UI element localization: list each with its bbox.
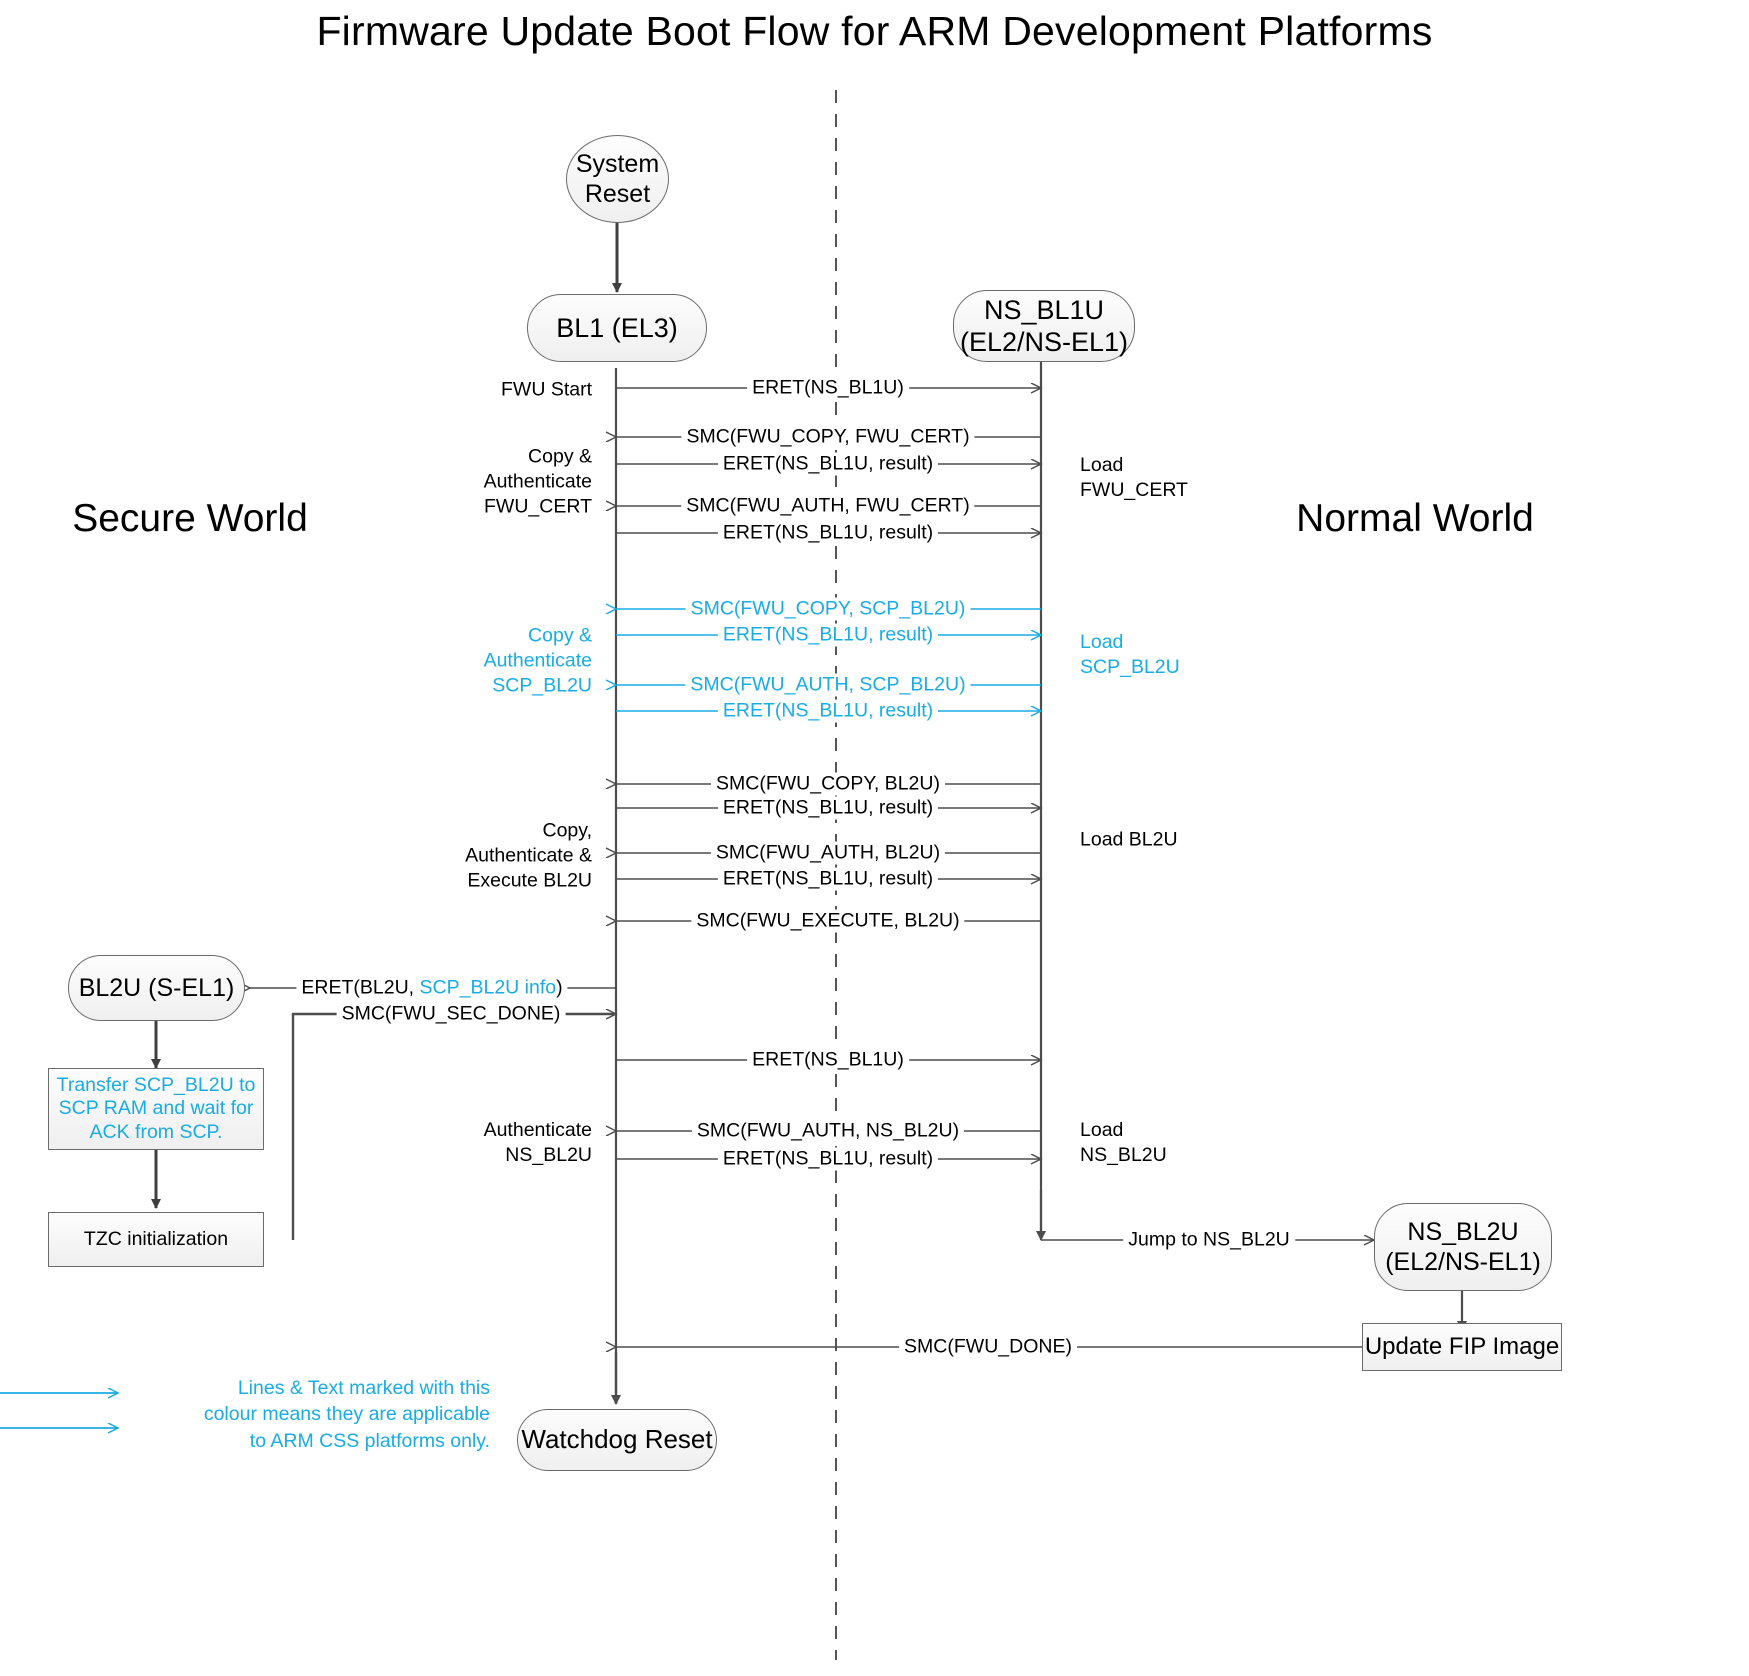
node-update-fip-image-label: Update FIP Image — [1364, 1332, 1560, 1360]
annotation-fwu-start: FWU Start — [501, 378, 592, 401]
node-transfer-scp-bl2u-label: Transfer SCP_BL2U to SCP RAM and wait fo… — [56, 1073, 256, 1143]
message-label-m12: SMC(FWU_AUTH, BL2U) — [710, 841, 946, 865]
annotation-copy-authenticate-scp-bl2u: Copy & Authenticate SCP_BL2U — [483, 624, 592, 697]
message-label-smc-fwu-sec-done: SMC(FWU_SEC_DONE) — [336, 1002, 566, 1026]
node-ns-bl1u[interactable]: NS_BL1U (EL2/NS-EL1) — [953, 290, 1135, 362]
node-watchdog-reset-label: Watchdog Reset — [521, 1424, 713, 1455]
message-label-m16: SMC(FWU_AUTH, NS_BL2U) — [691, 1119, 965, 1143]
message-label-m10: SMC(FWU_COPY, BL2U) — [711, 772, 945, 796]
annotation-load-scp-bl2u: Load SCP_BL2U — [1080, 631, 1180, 678]
annotation-copy-authenticate-fwu-cert: Copy & Authenticate FWU_CERT — [483, 445, 592, 518]
legend-text: Lines & Text marked with this colour mea… — [203, 1377, 490, 1452]
eret-bl2u-scp-info: SCP_BL2U info — [419, 976, 557, 999]
node-watchdog-reset[interactable]: Watchdog Reset — [517, 1409, 717, 1471]
message-label-m2: SMC(FWU_COPY, FWU_CERT) — [681, 425, 975, 449]
message-label-eret-bl2u: ERET(BL2U, SCP_BL2U info) — [296, 976, 568, 1000]
node-ns-bl2u-label: NS_BL2U (EL2/NS-EL1) — [1385, 1218, 1541, 1276]
message-label-m14: SMC(FWU_EXECUTE, BL2U) — [691, 909, 965, 933]
message-label-m11: ERET(NS_BL1U, result) — [717, 796, 939, 820]
secure-world-label: Secure World — [72, 497, 308, 540]
message-label-jump-to-ns-bl2u: Jump to NS_BL2U — [1123, 1228, 1295, 1252]
message-label-m3: ERET(NS_BL1U, result) — [717, 452, 939, 476]
node-ns-bl1u-label: NS_BL1U (EL2/NS-EL1) — [959, 294, 1129, 357]
message-label-m1: ERET(NS_BL1U) — [747, 376, 909, 400]
normal-world-label: Normal World — [1296, 497, 1534, 540]
annotation-copy-authenticate-execute-bl2u: Copy, Authenticate & Execute BL2U — [465, 819, 592, 892]
message-label-m8: SMC(FWU_AUTH, SCP_BL2U) — [685, 673, 971, 697]
annotation-load-bl2u: Load BL2U — [1080, 828, 1178, 851]
node-bl2u[interactable]: BL2U (S-EL1) — [68, 955, 245, 1021]
message-label-m7: ERET(NS_BL1U, result) — [717, 623, 939, 647]
message-label-m15: ERET(NS_BL1U) — [747, 1048, 909, 1072]
node-bl2u-label: BL2U (S-EL1) — [78, 974, 235, 1002]
message-label-m13: ERET(NS_BL1U, result) — [717, 867, 939, 891]
annotation-load-ns-bl2u: Load NS_BL2U — [1080, 1119, 1167, 1166]
node-tzc-initialization[interactable]: TZC initialization — [48, 1212, 264, 1267]
eret-bl2u-prefix: ERET(BL2U, — [301, 976, 420, 999]
node-bl1[interactable]: BL1 (EL3) — [527, 294, 707, 362]
node-transfer-scp-bl2u[interactable]: Transfer SCP_BL2U to SCP RAM and wait fo… — [48, 1068, 264, 1150]
message-label-m6: SMC(FWU_COPY, SCP_BL2U) — [685, 597, 971, 621]
node-bl1-label: BL1 (EL3) — [556, 312, 678, 343]
page-title: Firmware Update Boot Flow for ARM Develo… — [316, 8, 1433, 54]
node-ns-bl2u[interactable]: NS_BL2U (EL2/NS-EL1) — [1374, 1203, 1552, 1291]
message-label-m9: ERET(NS_BL1U, result) — [717, 699, 939, 723]
message-label-m5: ERET(NS_BL1U, result) — [717, 521, 939, 545]
node-tzc-initialization-label: TZC initialization — [83, 1227, 229, 1250]
message-label-m4: SMC(FWU_AUTH, FWU_CERT) — [681, 494, 975, 518]
node-system-reset[interactable]: System Reset — [566, 135, 669, 223]
message-label-smc-fwu-done: SMC(FWU_DONE) — [899, 1335, 1077, 1359]
message-label-m17: ERET(NS_BL1U, result) — [717, 1147, 939, 1171]
node-update-fip-image[interactable]: Update FIP Image — [1362, 1323, 1562, 1371]
node-system-reset-label: System Reset — [575, 150, 660, 208]
eret-bl2u-suffix: ) — [556, 976, 563, 999]
annotation-load-fwu-cert: Load FWU_CERT — [1080, 454, 1188, 501]
annotation-authenticate-ns-bl2u: Authenticate NS_BL2U — [483, 1119, 592, 1166]
